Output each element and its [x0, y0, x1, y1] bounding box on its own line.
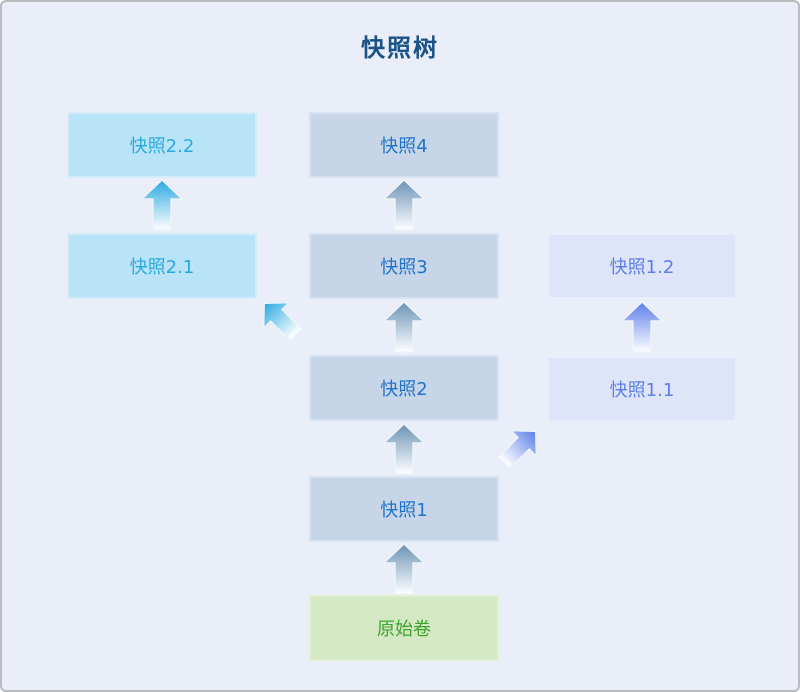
node-snapshot-1: 快照1 — [309, 476, 499, 542]
node-label: 快照2 — [380, 379, 428, 400]
node-snapshot-1-2: 快照1.2 — [547, 233, 737, 299]
node-label: 快照1 — [380, 500, 428, 521]
node-snapshot-2-2: 快照2.2 — [67, 112, 257, 178]
node-snapshot-2: 快照2 — [309, 355, 499, 421]
up-right-arrow-icon — [498, 430, 537, 469]
up-arrow-icon — [383, 301, 425, 353]
node-snapshot-2-1: 快照2.1 — [67, 233, 257, 299]
node-original-volume: 原始卷 — [309, 595, 499, 661]
up-arrow-icon — [621, 301, 663, 353]
node-label: 快照3 — [380, 257, 428, 278]
page-title: 快照树 — [361, 34, 439, 62]
node-label: 原始卷 — [377, 619, 431, 640]
up-left-arrow-icon — [263, 302, 302, 341]
node-label: 快照2.1 — [129, 257, 195, 278]
node-snapshot-4: 快照4 — [309, 112, 499, 178]
up-arrow-icon — [383, 543, 425, 595]
up-arrow-icon — [383, 423, 425, 475]
node-label: 快照2.2 — [129, 136, 195, 157]
node-label: 快照1.1 — [609, 380, 675, 401]
node-snapshot-1-1: 快照1.1 — [547, 356, 737, 422]
up-arrow-icon — [141, 179, 183, 231]
node-snapshot-3: 快照3 — [309, 233, 499, 299]
up-arrow-icon — [383, 179, 425, 231]
node-label: 快照1.2 — [609, 257, 675, 278]
node-label: 快照4 — [380, 136, 428, 157]
